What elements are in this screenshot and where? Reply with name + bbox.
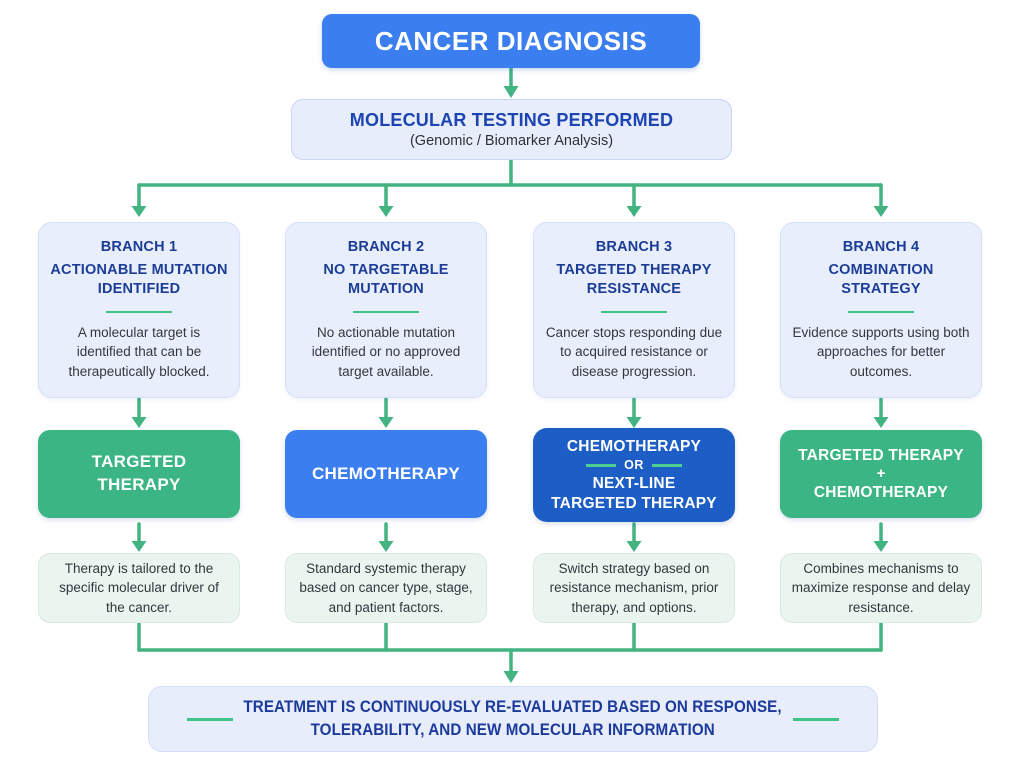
treatment-4-line-1: TARGETED THERAPY: [798, 446, 964, 464]
treatment-targeted-therapy-node: TARGETED THERAPY: [38, 430, 240, 518]
treatment-4-line-2: CHEMOTHERAPY: [813, 484, 949, 501]
treatment-2-line-1: CHEMOTHERAPY: [311, 463, 461, 483]
treatment-3-or-label: OR: [624, 458, 644, 473]
or-dash-right: [651, 464, 682, 467]
branch-2-divider: [353, 310, 419, 313]
treatment-3-line-1: CHEMOTHERAPY: [566, 437, 702, 455]
branch-3-label: BRANCH 3: [595, 239, 673, 255]
treatment-chemo-or-next-line-node: CHEMOTHERAPY OR NEXT-LINE TARGETED THERA…: [533, 428, 735, 522]
treatment-1-line-2: THERAPY: [97, 475, 181, 494]
cancer-diagnosis-node: CANCER DIAGNOSIS: [322, 14, 700, 68]
outcome-3-node: Switch strategy based on resistance mech…: [533, 553, 735, 623]
branch-4-label: BRANCH 4: [842, 239, 920, 255]
reevaluation-footer-node: TREATMENT IS CONTINUOUSLY RE-EVALUATED B…: [148, 686, 878, 752]
treatment-4-plus: +: [876, 465, 886, 482]
branch-3-divider: [601, 310, 667, 313]
treatment-combination-node: TARGETED THERAPY + CHEMOTHERAPY: [780, 430, 982, 518]
branch-4-title: COMBINATION STRATEGY: [828, 262, 934, 297]
outcome-3-text: Switch strategy based on resistance mech…: [549, 560, 719, 615]
branch-2-label: BRANCH 2: [347, 239, 425, 255]
molecular-testing-subtitle: (Genomic / Biomarker Analysis): [409, 133, 614, 149]
molecular-testing-title: MOLECULAR TESTING PERFORMED: [349, 110, 674, 130]
branch-1-title: ACTIONABLE MUTATION IDENTIFIED: [50, 262, 228, 297]
outcome-1-text: Therapy is tailored to the specific mole…: [59, 560, 219, 615]
branch-2-description: No actionable mutation identified or no …: [311, 324, 461, 379]
outcome-4-text: Combines mechanisms to maximize response…: [791, 560, 971, 615]
branch-1-node: BRANCH 1 ACTIONABLE MUTATION IDENTIFIED …: [38, 222, 240, 398]
treatment-3-or-row: OR: [586, 458, 682, 472]
branch-2-node: BRANCH 2 NO TARGETABLE MUTATION No actio…: [285, 222, 487, 398]
branch-3-description: Cancer stops responding due to acquired …: [545, 324, 723, 379]
footer-dash-right: [793, 717, 839, 721]
treatment-chemotherapy-node: CHEMOTHERAPY: [285, 430, 487, 518]
branch-4-description: Evidence supports using both approaches …: [792, 324, 970, 379]
or-dash-left: [586, 464, 617, 467]
branch-4-divider: [848, 310, 914, 313]
branch-4-node: BRANCH 4 COMBINATION STRATEGY Evidence s…: [780, 222, 982, 398]
branch-1-description: A molecular target is identified that ca…: [68, 324, 210, 379]
outcome-2-node: Standard systemic therapy based on cance…: [285, 553, 487, 623]
outcome-1-node: Therapy is tailored to the specific mole…: [38, 553, 240, 623]
branch-3-title: TARGETED THERAPY RESISTANCE: [556, 262, 712, 297]
molecular-testing-node: MOLECULAR TESTING PERFORMED (Genomic / B…: [291, 99, 732, 160]
treatment-3-line-2: NEXT-LINE: [592, 475, 676, 493]
treatment-3-line-3: TARGETED THERAPY: [551, 494, 717, 512]
footer-line-2: TOLERABILITY, AND NEW MOLECULAR INFORMAT…: [310, 720, 716, 739]
outcome-2-text: Standard systemic therapy based on cance…: [299, 560, 473, 615]
footer-line-1: TREATMENT IS CONTINUOUSLY RE-EVALUATED B…: [243, 697, 783, 716]
treatment-1-line-1: TARGETED: [91, 452, 187, 472]
outcome-4-node: Combines mechanisms to maximize response…: [780, 553, 982, 623]
page-title: CANCER DIAGNOSIS: [374, 25, 648, 56]
branch-1-label: BRANCH 1: [100, 239, 178, 255]
branch-3-node: BRANCH 3 TARGETED THERAPY RESISTANCE Can…: [533, 222, 735, 398]
branch-1-divider: [106, 310, 172, 313]
branch-2-title: NO TARGETABLE MUTATION: [323, 262, 449, 297]
footer-dash-left: [187, 717, 233, 721]
